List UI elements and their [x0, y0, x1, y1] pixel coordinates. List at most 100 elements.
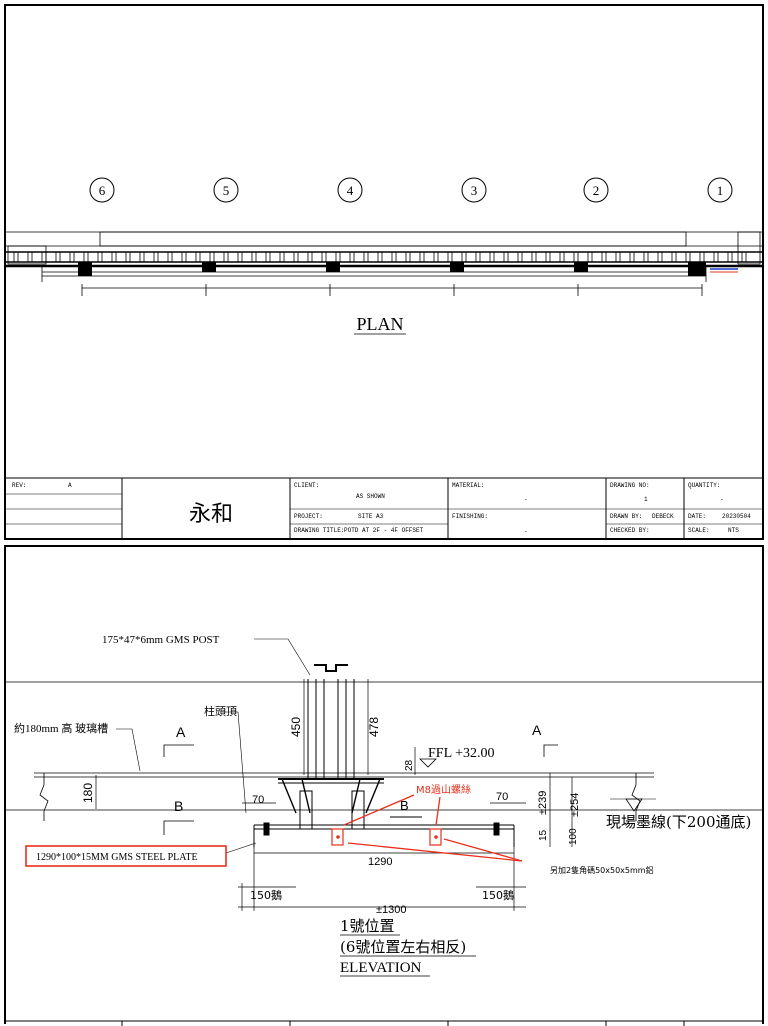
plan-title: PLAN [356, 314, 403, 334]
plan-posts [78, 262, 706, 276]
dimension-lines [95, 679, 573, 911]
grid-bubble-5: 5 [213, 177, 239, 203]
baluster [713, 251, 719, 263]
section-b-right: B [400, 798, 409, 813]
baluster [727, 251, 733, 263]
baluster [517, 251, 523, 263]
baluster [405, 251, 411, 263]
baluster [503, 251, 509, 263]
grid-bubble-4: 4 [337, 177, 363, 203]
section-b-left-mark [163, 820, 194, 835]
baluster [377, 251, 383, 263]
position-label: 1號位置 [340, 917, 395, 935]
company-name: 永和 [189, 502, 234, 527]
dim-150-left: 150鵝 [250, 888, 282, 902]
client-value: AS SHOWN [356, 493, 385, 500]
baluster [237, 251, 243, 263]
baluster [13, 251, 19, 263]
baluster [97, 251, 103, 263]
bolt-label: M8過山螺絲 [416, 783, 471, 796]
section-a-right-mark [543, 744, 558, 757]
baluster [741, 251, 747, 263]
section-a-right: A [532, 722, 542, 738]
plan-railing [6, 231, 762, 296]
dim-239: ±239 [537, 791, 549, 815]
column-top-label: 柱頭頂 [204, 704, 237, 718]
baluster [531, 251, 537, 263]
baluster [307, 251, 313, 263]
bolt-leaders [343, 794, 523, 862]
baluster [265, 251, 271, 263]
plan-sheet: 6 5 4 3 2 1 [4, 4, 764, 540]
baluster [629, 251, 635, 263]
baluster [139, 251, 145, 263]
baluster [209, 251, 215, 263]
baluster [601, 251, 607, 263]
date-label: DATE: [688, 513, 707, 520]
plan-drawing: 6 5 4 3 2 1 [6, 177, 762, 538]
date-value: 20230504 [722, 513, 751, 520]
baluster [41, 251, 47, 263]
break-mark-left [39, 773, 49, 821]
grid-label-3: 3 [471, 183, 478, 198]
baluster [657, 251, 663, 263]
grid-bubble-1: 1 [707, 177, 733, 203]
dim-450: 450 [289, 717, 303, 737]
plan-balusters [13, 251, 747, 263]
project-value: SITE A3 [358, 513, 384, 520]
baluster [251, 251, 257, 263]
client-label: CLIENT: [294, 482, 320, 489]
dim-15: 15 [538, 829, 549, 841]
elevation-title: ELEVATION [340, 960, 422, 976]
dim-180: 180 [81, 783, 95, 803]
baluster [111, 251, 117, 263]
baluster [349, 251, 355, 263]
dim-100: 100 [568, 828, 579, 845]
baluster [699, 251, 705, 263]
baluster [391, 251, 397, 263]
dim-150-right: 150鵝 [482, 888, 514, 902]
baluster [643, 251, 649, 263]
elevation-drawing: 175*47*6mm GMS POST 約180mm 高 玻璃槽 柱頭頂 A A… [6, 634, 762, 1026]
baluster [83, 251, 89, 263]
grid-bubble-6: 6 [89, 177, 115, 203]
grid-label-5: 5 [223, 183, 230, 198]
drawing-title-label: DRAWING TITLE: [294, 527, 345, 534]
post-cap [314, 664, 348, 672]
baluster [293, 251, 299, 263]
baluster [363, 251, 369, 263]
glass-leader [116, 728, 141, 772]
angle-label: 另加2隻角碼50x50x5mm鋁 [550, 865, 654, 875]
baluster [615, 251, 621, 263]
plate-label: 1290*100*15MM GMS STEEL PLATE [36, 852, 198, 863]
baluster [153, 251, 159, 263]
baluster [671, 251, 677, 263]
scale-value: NTS [728, 527, 739, 534]
dim-70-left: 70 [252, 794, 264, 806]
angle-bracket-right [429, 828, 442, 846]
section-b-left: B [174, 798, 183, 814]
dim-70-right: 70 [496, 791, 508, 803]
baluster [181, 251, 187, 263]
baluster [279, 251, 285, 263]
rev-value: A [68, 482, 72, 489]
grid-label-2: 2 [593, 183, 600, 198]
elevation-sheet: 175*47*6mm GMS POST 約180mm 高 玻璃槽 柱頭頂 A A… [4, 545, 764, 1026]
dim-1290: 1290 [368, 856, 392, 868]
grid-bubble-2: 2 [583, 177, 609, 203]
plate-leader [225, 842, 257, 854]
baluster [587, 251, 593, 263]
baluster [419, 251, 425, 263]
drawn-by-label: DRAWN BY: [610, 513, 643, 520]
dim-478: 478 [367, 717, 381, 737]
steel-plate [253, 816, 515, 847]
ffl-label: FFL +32.00 [428, 746, 495, 761]
quantity-label: QUANTITY: [688, 482, 721, 489]
quantity-value: - [720, 496, 724, 503]
baluster [461, 251, 467, 263]
baluster [27, 251, 33, 263]
site-line-label: 現場墨線(下200通底) [606, 813, 751, 831]
baluster [223, 251, 229, 263]
title-block-frame [6, 477, 762, 538]
drawing-no-label: DRAWING NO: [610, 482, 650, 489]
